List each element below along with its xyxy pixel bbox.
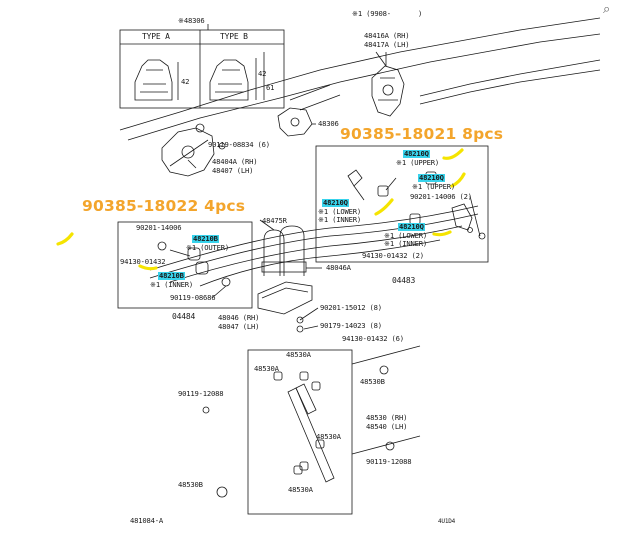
type-b-dim: 42: [258, 69, 267, 78]
label-48530B-2: 48530B: [178, 480, 203, 489]
type-a-dim: 42: [181, 77, 190, 86]
label-48530A-1: 48530A: [286, 350, 311, 359]
bushing-48210Q-4: 48210Q: [398, 222, 425, 231]
bushing-48210Q-1-note: ※1 (UPPER): [396, 158, 439, 167]
label-48416A: 48416A (RH): [364, 31, 410, 40]
label-94130-01432: 94130-01432: [120, 257, 166, 266]
label-481084A: 481084-A: [130, 516, 164, 525]
label-90119-12088-2: 90119-12088: [366, 457, 412, 466]
label-48046A: 48046A: [326, 263, 351, 272]
diagram-code: 4U1D4: [438, 518, 456, 525]
type-b-dim-2: 61: [266, 83, 275, 92]
label-48530A-4: 48530A: [288, 485, 313, 494]
bushing-48210B-1-note: ※1 (OUTER): [186, 243, 229, 252]
label-48530A-2: 48530A: [254, 364, 279, 373]
label-48540: 48540 (LH): [366, 422, 408, 431]
bushing-48210Q-3-note1: ※1 (LOWER): [318, 207, 361, 216]
label-48407: 48407 (LH): [212, 166, 254, 175]
bushing-48210Q-3-note2: ※1 (INNER): [318, 215, 361, 224]
shock-box: [247, 349, 353, 515]
front-bushing-box: [117, 221, 253, 309]
bushing-48210B-2-note: ※1 (INNER): [150, 280, 193, 289]
label-48530B-1: 48530B: [360, 377, 385, 386]
bushing-48210Q-3: 48210Q: [322, 198, 349, 207]
label-90179-14023: 90179-14023 (8): [320, 321, 382, 330]
label-90201-14006-2: 90201-14006 (2): [410, 192, 472, 201]
label-48306: 48306: [318, 119, 339, 128]
label-90119-08834: 90119-08834 (6): [208, 140, 270, 149]
label-90119-12088-1: 90119-12088: [178, 389, 224, 398]
label-90201-15012: 90201-15012 (8): [320, 303, 382, 312]
label-48404A: 48404A (RH): [212, 157, 258, 166]
magnify-icon[interactable]: ⌕: [603, 2, 611, 17]
label-90201-14006: 90201-14006: [136, 223, 182, 232]
bushing-48210Q-2: 48210Q: [418, 173, 445, 182]
callout-large-bushing: 90385-18021 8pcs: [340, 125, 504, 143]
type-a-label: TYPE A: [142, 32, 170, 41]
bushing-48210Q-4-note1: ※1 (LOWER): [384, 231, 427, 240]
label-48047: 48047 (LH): [218, 322, 260, 331]
bushing-48210B-1: 48210B: [192, 234, 219, 243]
label-48417A: 48417A (LH): [364, 40, 410, 49]
footnote-ref: ※1 (9908-: [352, 9, 391, 18]
label-94130-01432-2: 94130-01432 (2): [362, 251, 424, 260]
label-04483: 04483: [392, 276, 416, 285]
label-90119-08686: 90119-08686: [170, 293, 216, 302]
callout-small-bushing: 90385-18022 4pcs: [82, 197, 246, 215]
bushing-48210Q-4-note2: ※1 (INNER): [384, 239, 427, 248]
shackle-box: [315, 145, 489, 263]
label-48046: 48046 (RH): [218, 313, 260, 322]
type-b-label: TYPE B: [220, 32, 248, 41]
label-48530: 48530 (RH): [366, 413, 408, 422]
bushing-48210B-2: 48210B: [158, 271, 185, 280]
type-box-frame: [119, 29, 285, 109]
type-box-ref: ※48306: [178, 16, 205, 25]
bushing-48210Q-2-note: ※1 (UPPER): [412, 182, 455, 191]
label-94130-01432-6: 94130-01432 (6): [342, 334, 404, 343]
label-04484: 04484: [172, 312, 196, 321]
label-48475R: 48475R: [262, 216, 287, 225]
label-48530A-3: 48530A: [316, 432, 341, 441]
yellow-markers: [56, 148, 466, 271]
bushing-48210Q-1: 48210Q: [403, 149, 430, 158]
footnote-close: ): [418, 9, 423, 18]
